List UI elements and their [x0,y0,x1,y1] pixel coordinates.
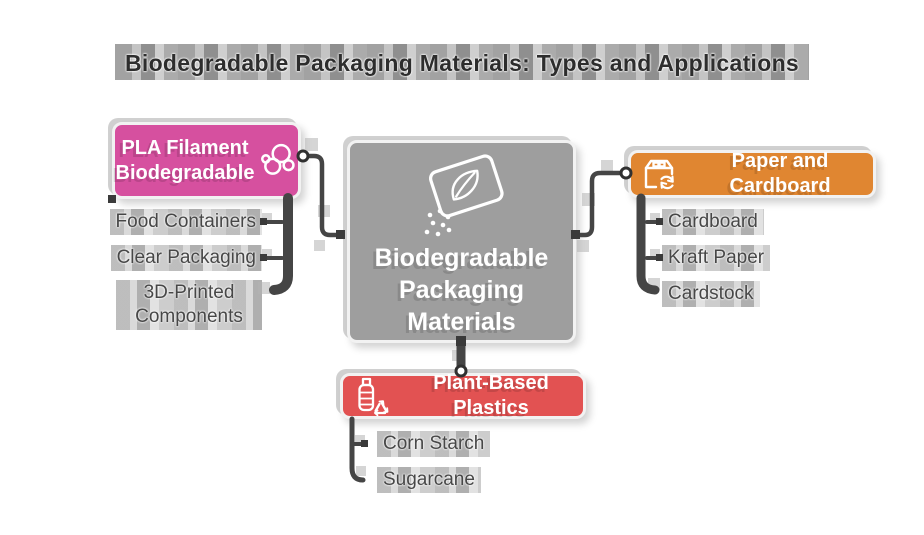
node-paper-label: Paper and Cardboard [729,150,831,197]
node-plant-based-plastics: Plant-Based Plastics [340,372,586,419]
trunk-plastics-children [349,416,366,483]
child-kraft-paper: Kraft Paper [662,245,771,271]
diagram-title: Biodegradable Packaging Materials: Types… [114,44,810,80]
diagram-title-row: Biodegradable Packaging Materials: Types… [0,44,924,80]
node-paper-and-cardboard: Paper and Cardboard [628,150,876,198]
child-clear-packaging: Clear Packaging [110,245,262,271]
tick-nub-corn [361,440,368,447]
molecule-icon [261,143,296,175]
box-recycle-icon [644,159,674,190]
child-sugarcane: Sugarcane [377,467,481,493]
node-pla-label: PLA Filament Biodegradable [115,136,255,184]
edge-pla-to-root [300,153,343,238]
node-pla-filament: PLA Filament Biodegradable [112,122,301,199]
child-corn-starch: Corn Starch [377,431,491,457]
seed-packet-leaf-icon [424,154,504,237]
trunk-pla-children [269,193,293,295]
child-cardboard: Cardboard [662,209,764,235]
trunk-paper-children [636,193,660,295]
node-plastics-label: Plant-Based Plastics [433,372,549,419]
child-3d-printed-components: 3D-Printed Components [116,280,262,330]
attach-square-root-left [336,230,345,239]
child-cardstock: Cardstock [662,281,760,307]
bottle-recycle-icon [358,377,389,416]
node-root-biodegradable-packaging: Biodegradable Packaging Materials [347,140,576,343]
edge-root-to-paper [573,170,627,238]
node-root-label: Biodegradable Packaging Materials [374,244,549,336]
child-food-containers: Food Containers [109,209,262,235]
